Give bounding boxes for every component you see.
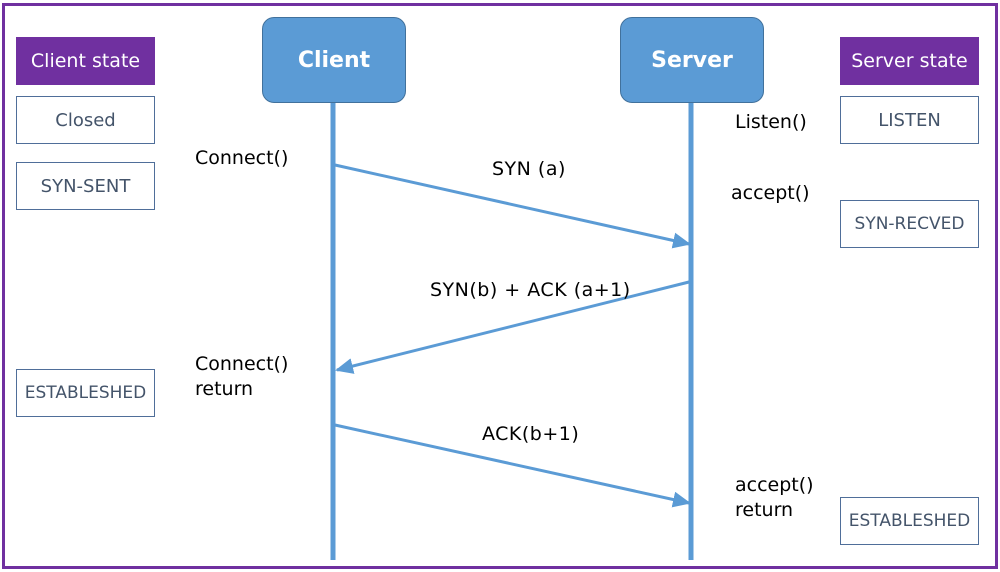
connect-label: Connect() bbox=[195, 147, 289, 169]
client-state-syn-sent: SYN-SENT bbox=[16, 162, 155, 210]
ack-message-label: ACK(b+1) bbox=[482, 423, 580, 445]
connect-return-line-1: Connect() bbox=[195, 353, 289, 375]
accept-label: accept() bbox=[731, 182, 810, 204]
syn-ack-arrow bbox=[335, 280, 690, 374]
server-state-established: ESTABLESHED bbox=[840, 497, 979, 545]
syn-ack-message-label: SYN(b) + ACK (a+1) bbox=[430, 279, 631, 301]
diagram-frame bbox=[2, 3, 998, 569]
server-accept-return: accept() return bbox=[735, 473, 814, 523]
server-accept-call: accept() bbox=[731, 181, 810, 206]
server-state-listen: LISTEN bbox=[840, 96, 979, 144]
syn-arrow bbox=[334, 163, 691, 249]
accept-return-line-1: accept() bbox=[735, 474, 814, 496]
server-listen-call: Listen() bbox=[735, 110, 807, 135]
client-state-header: Client state bbox=[16, 37, 155, 85]
client-connect-call: Connect() bbox=[195, 146, 288, 171]
client-connect-return: Connect() return bbox=[195, 352, 288, 402]
listen-label: Listen() bbox=[735, 111, 807, 133]
server-actor: Server bbox=[620, 17, 764, 103]
client-state-closed: Closed bbox=[16, 96, 155, 144]
server-state-header: Server state bbox=[840, 37, 979, 85]
connect-return-line-2: return bbox=[195, 378, 254, 400]
ack-arrow bbox=[334, 423, 691, 508]
syn-message-label: SYN (a) bbox=[492, 158, 566, 180]
accept-return-line-2: return bbox=[735, 499, 794, 521]
client-actor: Client bbox=[262, 17, 406, 103]
server-state-syn-recved: SYN-RECVED bbox=[840, 200, 979, 248]
client-state-established: ESTABLESHED bbox=[16, 369, 155, 417]
